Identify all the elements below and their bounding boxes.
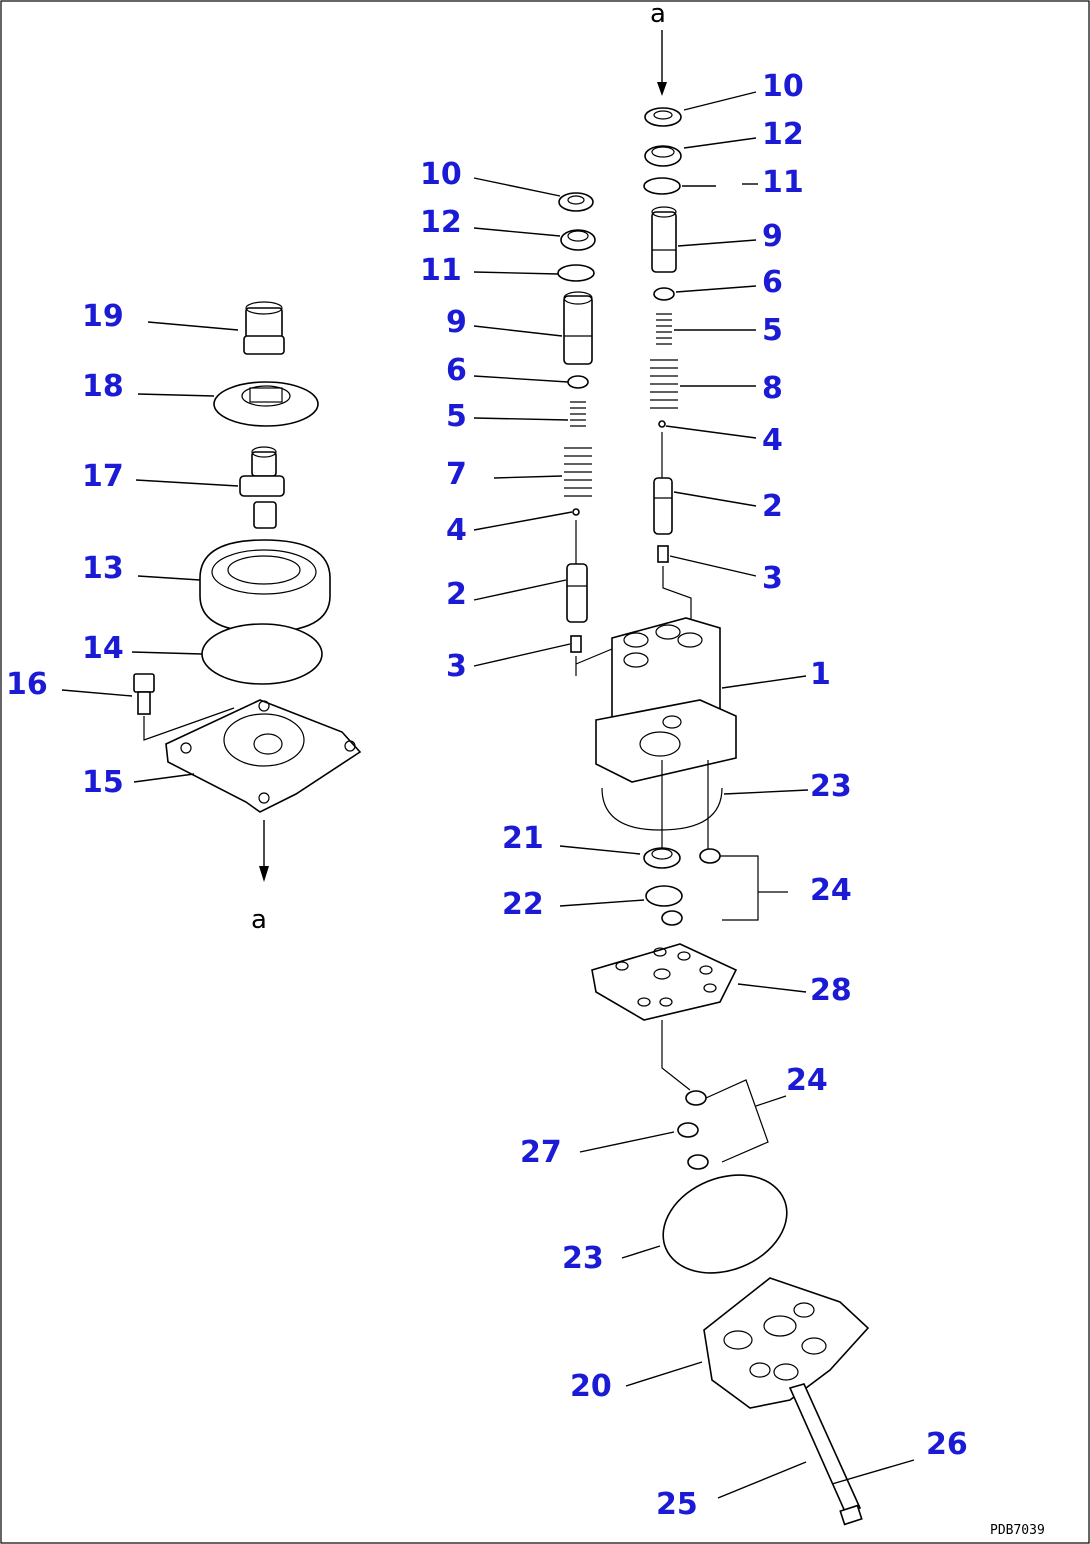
callout-7: 7 [446,457,467,492]
callout-11-right: 11 [762,165,804,200]
part-11-middle [557,264,595,282]
callout-26: 26 [926,1427,968,1462]
callout-5-middle: 5 [446,399,467,434]
part-21 [643,847,681,869]
callout-21: 21 [502,821,544,856]
callout-9-middle: 9 [446,305,467,340]
part-26-bolt-head [839,1504,863,1526]
callout-2-middle: 2 [446,577,467,612]
callout-17: 17 [82,459,124,494]
part-3-middle [570,635,582,653]
callout-22: 22 [502,887,544,922]
part-14 [201,623,323,685]
part-10-middle [558,192,594,212]
callout-15: 15 [82,765,124,800]
part-4-right [658,420,666,428]
ref-mark-top: a [650,0,666,29]
callout-6-right: 6 [762,265,783,300]
callout-6-middle: 6 [446,353,467,388]
callout-10-right: 10 [762,69,804,104]
part-24-lower-b [687,1154,709,1170]
callout-3-middle: 3 [446,649,467,684]
part-11-right [643,177,681,195]
part-24-upper-a [699,848,721,864]
part-8-right [650,359,678,409]
part-16-bolt [133,673,155,715]
ref-mark-bottom: a [251,905,267,935]
callout-10-middle: 10 [420,157,462,192]
part-10-right [644,107,682,127]
part-18 [213,381,319,427]
callout-9-right: 9 [762,219,783,254]
callout-28: 28 [810,973,852,1008]
part-12-right [644,145,682,167]
callout-12-right: 12 [762,117,804,152]
part-23-upper [601,787,723,831]
part-13 [199,539,331,633]
callout-4-middle: 4 [446,513,467,548]
part-28-plate [591,943,738,1021]
part-9-middle [563,291,593,365]
part-5-right [656,313,672,345]
callout-labels: 10 12 11 9 6 5 8 4 2 3 10 12 11 9 6 5 7 … [6,69,968,1522]
part-4-middle [572,508,580,516]
part-19 [243,301,285,355]
part-1-body [595,617,737,783]
part-23-lower [662,1174,788,1274]
part-3-right [657,545,669,563]
leader-lines [61,91,915,1499]
callout-14: 14 [82,631,124,666]
callout-20: 20 [570,1369,612,1404]
callout-18: 18 [82,369,124,404]
part-6-middle [567,375,589,389]
callout-11-middle: 11 [420,253,462,288]
callout-12-middle: 12 [420,205,462,240]
part-2-right [653,432,673,535]
callout-24-lower: 24 [786,1063,828,1098]
callout-2-right: 2 [762,489,783,524]
callout-24-upper: 24 [810,873,852,908]
part-12-middle [560,229,596,251]
part-17 [239,446,285,529]
part-9-right [651,206,677,273]
callout-8: 8 [762,371,783,406]
callout-23-lower: 23 [562,1241,604,1276]
callout-13: 13 [82,551,124,586]
part-7 [564,447,592,497]
callout-23-upper: 23 [810,769,852,804]
callout-27: 27 [520,1135,562,1170]
diagram-code: PDB7039 [990,1523,1045,1538]
part-25-bolt [788,1383,862,1516]
part-2-middle [566,520,588,623]
callout-25: 25 [656,1487,698,1522]
part-6-right [653,287,675,301]
part-5-middle [570,401,586,427]
part-27 [677,1122,699,1138]
part-15-flange [165,699,362,813]
callout-5-right: 5 [762,313,783,348]
callout-1: 1 [810,657,831,692]
part-20-cover [703,1277,870,1409]
part-24-upper-b [661,910,683,926]
part-22 [645,885,683,907]
callout-4-right: 4 [762,423,783,458]
callout-3-right: 3 [762,561,783,596]
callout-19: 19 [82,299,124,334]
part-24-lower-a [685,1090,707,1106]
callout-16: 16 [6,667,48,702]
